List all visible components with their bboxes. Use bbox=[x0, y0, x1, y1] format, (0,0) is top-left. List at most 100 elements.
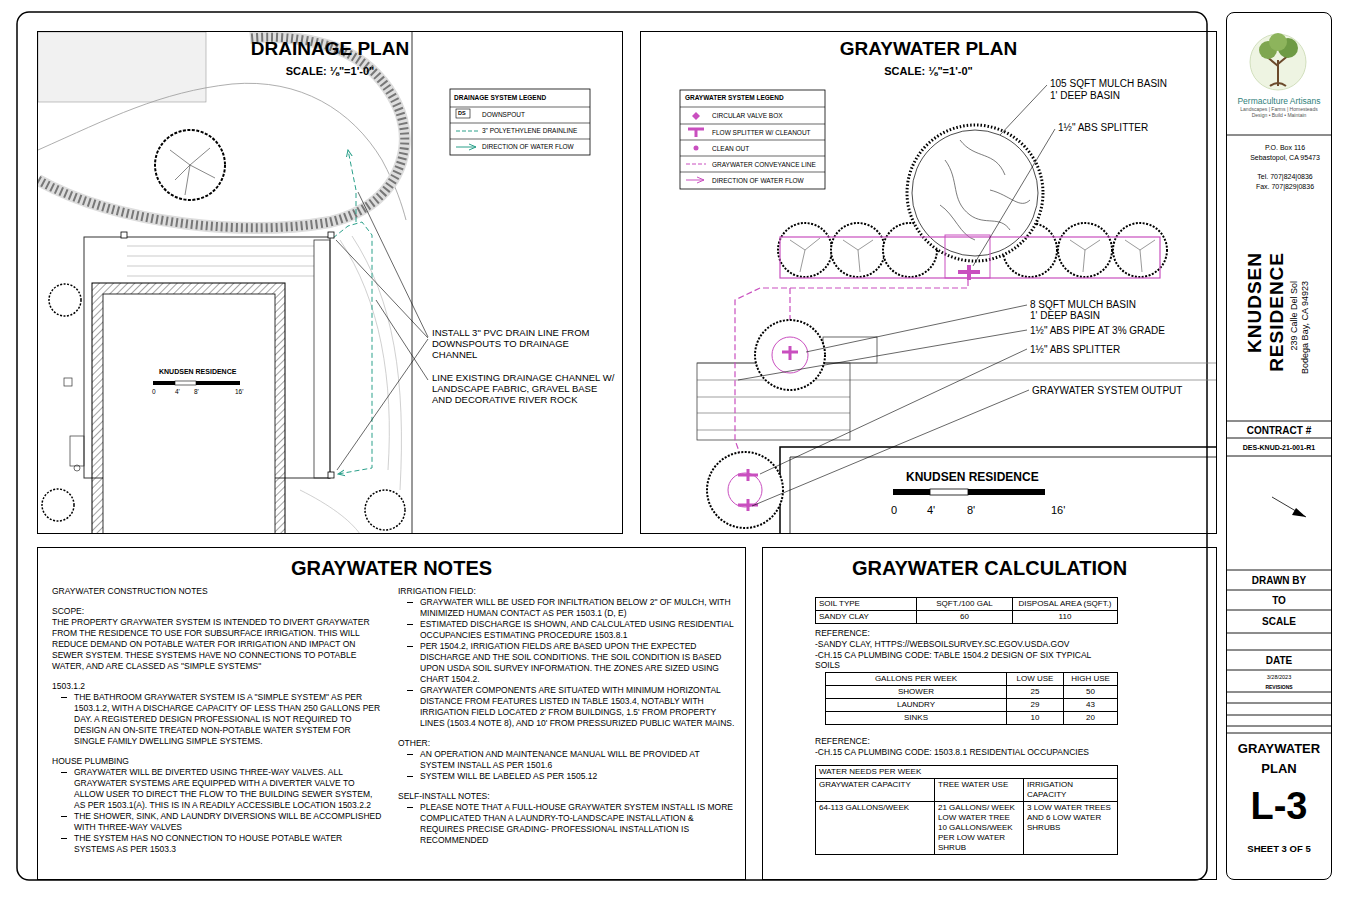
panel-title: GRAYWATER CALCULATION bbox=[763, 556, 1216, 580]
field-value: 3/28/2023 bbox=[1227, 674, 1331, 681]
panel-title: GRAYWATER PLAN bbox=[641, 38, 1216, 61]
table-cell: TREE WATER USE bbox=[935, 779, 1023, 801]
table-cell: 29 bbox=[1007, 699, 1063, 711]
note-heading: IRRIGATION FIELD: bbox=[398, 586, 736, 597]
note-heading: OTHER: bbox=[398, 738, 736, 749]
table-cell: SINKS bbox=[826, 712, 1006, 724]
address-line: Sebastopol, CA 95473 bbox=[1241, 154, 1329, 162]
table-cell: 20 bbox=[1064, 712, 1117, 724]
note-text: GRAYWATER WILL BE DIVERTED USING THREE-W… bbox=[52, 767, 382, 811]
data-table: SOIL TYPESQFT./100 GALDISPOSAL AREA (SQF… bbox=[815, 597, 1118, 624]
bullet-dash bbox=[407, 602, 413, 603]
notes-panel: GRAYWATER CONSTRUCTION NOTESSCOPE:THE PR… bbox=[37, 547, 746, 880]
reference-note: -CH.15 CA PLUMBING CODE: TABLE 1504.2 DE… bbox=[815, 650, 1115, 670]
table-cell: SQFT./100 GAL bbox=[917, 598, 1012, 610]
legend-entry: FLOW SPLITTER W/ CLEANOUT bbox=[712, 129, 811, 137]
data-table: WATER NEEDS PER WEEKGRAYWATER CAPACITYTR… bbox=[815, 765, 1118, 855]
note-text: AN OPERATION AND MAINTENANCE MANUAL WILL… bbox=[398, 749, 736, 771]
note-heading: 1503.1.2 bbox=[52, 681, 382, 692]
title-block: Permaculture ArtisansLandscapes | Farms … bbox=[1226, 12, 1332, 880]
bullet-dash bbox=[407, 776, 413, 777]
scale-number: 0 bbox=[152, 388, 156, 396]
phone-line: Tel. 707|824|0836 bbox=[1241, 173, 1329, 181]
table-cell: SANDY CLAY bbox=[816, 611, 916, 623]
table-cell: WATER NEEDS PER WEEK bbox=[816, 766, 1117, 778]
legend-entry: 3" POLYETHYLENE DRAINLINE bbox=[482, 127, 577, 135]
callout-note: 105 SQFT MULCH BASIN bbox=[1050, 78, 1167, 90]
table-cell: DISPOSAL AREA (SQFT.) bbox=[1013, 598, 1117, 610]
field-label: SCALE bbox=[1227, 616, 1331, 628]
field-label: DRAWN BY bbox=[1227, 575, 1331, 587]
symbol-code: DS bbox=[458, 110, 466, 117]
table-cell: LAUNDRY bbox=[826, 699, 1006, 711]
reference-note: -CH.15 CA PLUMBING CODE: 1503.8.1 RESIDE… bbox=[815, 747, 1089, 757]
project-address: 239 Calle Del Sol Bodega Bay, CA 94923 bbox=[1289, 281, 1311, 381]
scale-number: 4' bbox=[175, 388, 180, 396]
bullet-dash bbox=[407, 807, 413, 808]
table-cell: 43 bbox=[1064, 699, 1117, 711]
note-text: THE SYSTEM HAS NO CONNECTION TO HOUSE PO… bbox=[52, 833, 382, 855]
field-label: REVISIONS bbox=[1227, 684, 1331, 690]
table-cell: 64-113 GALLONS/WEEK bbox=[816, 802, 934, 854]
table-cell: 60 bbox=[917, 611, 1012, 623]
notes-column: GRAYWATER CONSTRUCTION NOTESSCOPE:THE PR… bbox=[52, 586, 382, 855]
legend-entry: DIRECTION OF WATER FLOW bbox=[712, 177, 804, 185]
legend-entry: DIRECTION OF WATER FLOW bbox=[482, 143, 574, 151]
note-text: PLEASE NOTE THAT A FULL-HOUSE GRAYWATER … bbox=[398, 802, 736, 846]
callout-note: 1' DEEP BASIN bbox=[1030, 310, 1100, 322]
note-text: ESTIMATED DISCHARGE IS SHOWN, AND CALCUL… bbox=[398, 619, 736, 641]
field-label: DATE bbox=[1227, 655, 1331, 667]
scale-number: 16' bbox=[235, 388, 243, 396]
legend-entry: CLEAN OUT bbox=[712, 145, 749, 153]
note-text: PER 1504.2, IRRIGATION FIELDS ARE BASED … bbox=[398, 641, 736, 685]
table-cell: SHOWER bbox=[826, 686, 1006, 698]
callout-note: GRAYWATER SYSTEM OUTPUT bbox=[1032, 385, 1182, 397]
note-heading: GRAYWATER CONSTRUCTION NOTES bbox=[52, 586, 382, 597]
table-cell: IRRIGATION CAPACITY bbox=[1024, 779, 1117, 801]
bullet-dash bbox=[61, 697, 67, 698]
bullet-dash bbox=[407, 690, 413, 691]
bullet-dash bbox=[407, 646, 413, 647]
calculation-panel: GRAYWATER CALCULATIONREFERENCE:-SANDY CL… bbox=[762, 547, 1217, 880]
callout-note: INSTALL 3" PVC DRAIN LINE FROM DOWNSPOUT… bbox=[432, 327, 607, 360]
building-label: KNUDSEN RESIDENCE bbox=[906, 470, 1039, 484]
table-cell: HIGH USE bbox=[1064, 673, 1117, 685]
scale-number: 16' bbox=[1051, 504, 1065, 517]
sheet-count: SHEET 3 OF 5 bbox=[1227, 843, 1331, 854]
legend-title: GRAYWATER SYSTEM LEGEND bbox=[685, 94, 784, 102]
legend-title: DRAINAGE SYSTEM LEGEND bbox=[454, 94, 546, 102]
notes-column: IRRIGATION FIELD:GRAYWATER WILL BE USED … bbox=[398, 586, 736, 846]
sheet-title: GRAYWATER PLAN bbox=[1227, 739, 1331, 779]
table-cell: 110 bbox=[1013, 611, 1117, 623]
scale-number: 4' bbox=[927, 504, 935, 517]
residence-footprint: KNUDSEN RESIDENCE04'8'16' bbox=[781, 448, 1218, 535]
callout-note: 1½" ABS SPLITTER bbox=[1058, 122, 1148, 134]
table-cell: 10 bbox=[1007, 712, 1063, 724]
company-name: Permaculture Artisans bbox=[1227, 96, 1331, 106]
bullet-dash bbox=[407, 754, 413, 755]
building-label: KNUDSEN RESIDENCE bbox=[159, 368, 236, 376]
reference-note: REFERENCE: bbox=[815, 628, 870, 638]
bullet-dash bbox=[61, 772, 67, 773]
panel-title: GRAYWATER NOTES bbox=[38, 556, 745, 580]
note-heading: HOUSE PLUMBING bbox=[52, 756, 382, 767]
legend-entry: DOWNSPOUT bbox=[482, 111, 525, 119]
table-cell: 25 bbox=[1007, 686, 1063, 698]
legend-entry: GRAYWATER CONVEYANCE LINE bbox=[712, 161, 816, 169]
project-name: KNUDSEN RESIDENCE bbox=[1244, 252, 1288, 380]
note-text: THE BATHROOM GRAYWATER SYSTEM IS A "SIMP… bbox=[52, 692, 382, 747]
callout-note: 1' DEEP BASIN bbox=[1050, 90, 1120, 102]
note-text: SYSTEM WILL BE LABELED AS PER 1505.12 bbox=[398, 771, 736, 782]
callout-note: 8 SQFT MULCH BASIN bbox=[1030, 299, 1136, 311]
legend-entry: CIRCULAR VALVE BOX bbox=[712, 112, 783, 120]
contract-number: DES-KNUD-21-001-R1 bbox=[1227, 444, 1331, 452]
scale-number: 0 bbox=[891, 504, 897, 517]
panel-title: DRAINAGE PLAN bbox=[38, 38, 622, 61]
note-text: GRAYWATER COMPONENTS ARE SITUATED WITH M… bbox=[398, 685, 736, 729]
scale-note: SCALE: ⅛"=1'-0" bbox=[641, 65, 1216, 78]
table-cell: 21 GALLONS/ WEEK LOW WATER TREE 10 GALLO… bbox=[935, 802, 1023, 854]
callout-note: 1½" ABS SPLITTER bbox=[1030, 344, 1120, 356]
bullet-dash bbox=[61, 816, 67, 817]
field-label: CONTRACT # bbox=[1227, 425, 1331, 437]
